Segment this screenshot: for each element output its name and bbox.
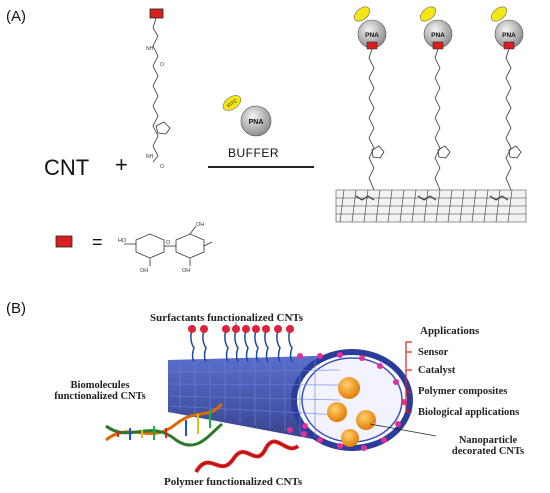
cnt-surface bbox=[335, 189, 527, 223]
dna-helix bbox=[105, 402, 224, 447]
applications-title: Applications bbox=[420, 325, 480, 337]
panel-b-label: (B) bbox=[6, 300, 26, 317]
application-biological: Biological applications bbox=[418, 407, 520, 418]
linker-molecule: NH O NH O bbox=[146, 8, 171, 170]
product-chain-2: PNA bbox=[420, 6, 453, 191]
svg-text:OH: OH bbox=[196, 222, 204, 228]
panel-a-label: (A) bbox=[6, 8, 26, 25]
svg-text:OH: OH bbox=[140, 268, 148, 274]
polymer-label: Polymer functionalized CNTs bbox=[164, 476, 303, 488]
buffer-label: BUFFER bbox=[228, 146, 279, 160]
nanoparticle-label: Nanoparticle decorated CNTs bbox=[451, 435, 525, 457]
application-sensor: Sensor bbox=[418, 347, 449, 358]
product-chains: PNA PNA PNA bbox=[354, 6, 524, 191]
polymer-chain bbox=[194, 439, 300, 474]
nanotube-body bbox=[168, 349, 413, 451]
svg-text:HO: HO bbox=[118, 238, 127, 244]
pna-fitc-reagent: PNA FITC bbox=[222, 95, 272, 137]
biomolecules-label: Biomolecules functionalized CNTs bbox=[54, 380, 146, 402]
application-catalyst: Catalyst bbox=[418, 365, 456, 376]
tube-nodes bbox=[287, 352, 407, 451]
sugar-box bbox=[149, 8, 164, 19]
reaction-arrow-line bbox=[208, 166, 314, 168]
svg-text:O: O bbox=[160, 164, 164, 170]
svg-text:NH: NH bbox=[146, 46, 154, 52]
cnt-label: CNT bbox=[44, 155, 90, 180]
fitc-label: FITC bbox=[226, 98, 239, 110]
svg-text:O: O bbox=[160, 62, 164, 68]
svg-text:OH: OH bbox=[182, 268, 190, 274]
product-chain-1: PNA bbox=[354, 6, 387, 191]
svg-text:PNA: PNA bbox=[431, 32, 445, 39]
nanoparticle-pointer bbox=[369, 423, 437, 437]
legend-sugar-box bbox=[55, 235, 73, 248]
surfactant-heads bbox=[188, 325, 294, 333]
surfactants-label: Surfactants functionalized CNTs bbox=[150, 312, 303, 324]
nanoparticles bbox=[327, 377, 376, 447]
applications-bracket bbox=[405, 341, 412, 413]
pna-label: PNA bbox=[249, 119, 264, 126]
surfactants bbox=[190, 329, 293, 363]
svg-text:PNA: PNA bbox=[502, 32, 516, 39]
svg-text:PNA: PNA bbox=[365, 32, 379, 39]
disaccharide-structure: OH OH OH HO O bbox=[118, 222, 213, 274]
svg-text:NH: NH bbox=[146, 154, 154, 160]
product-chain-3: PNA bbox=[491, 6, 524, 191]
plus-sign: + bbox=[115, 152, 128, 177]
equals-sign: = bbox=[92, 232, 103, 252]
svg-text:O: O bbox=[166, 240, 171, 246]
application-polymer-composites: Polymer composites bbox=[418, 386, 508, 397]
